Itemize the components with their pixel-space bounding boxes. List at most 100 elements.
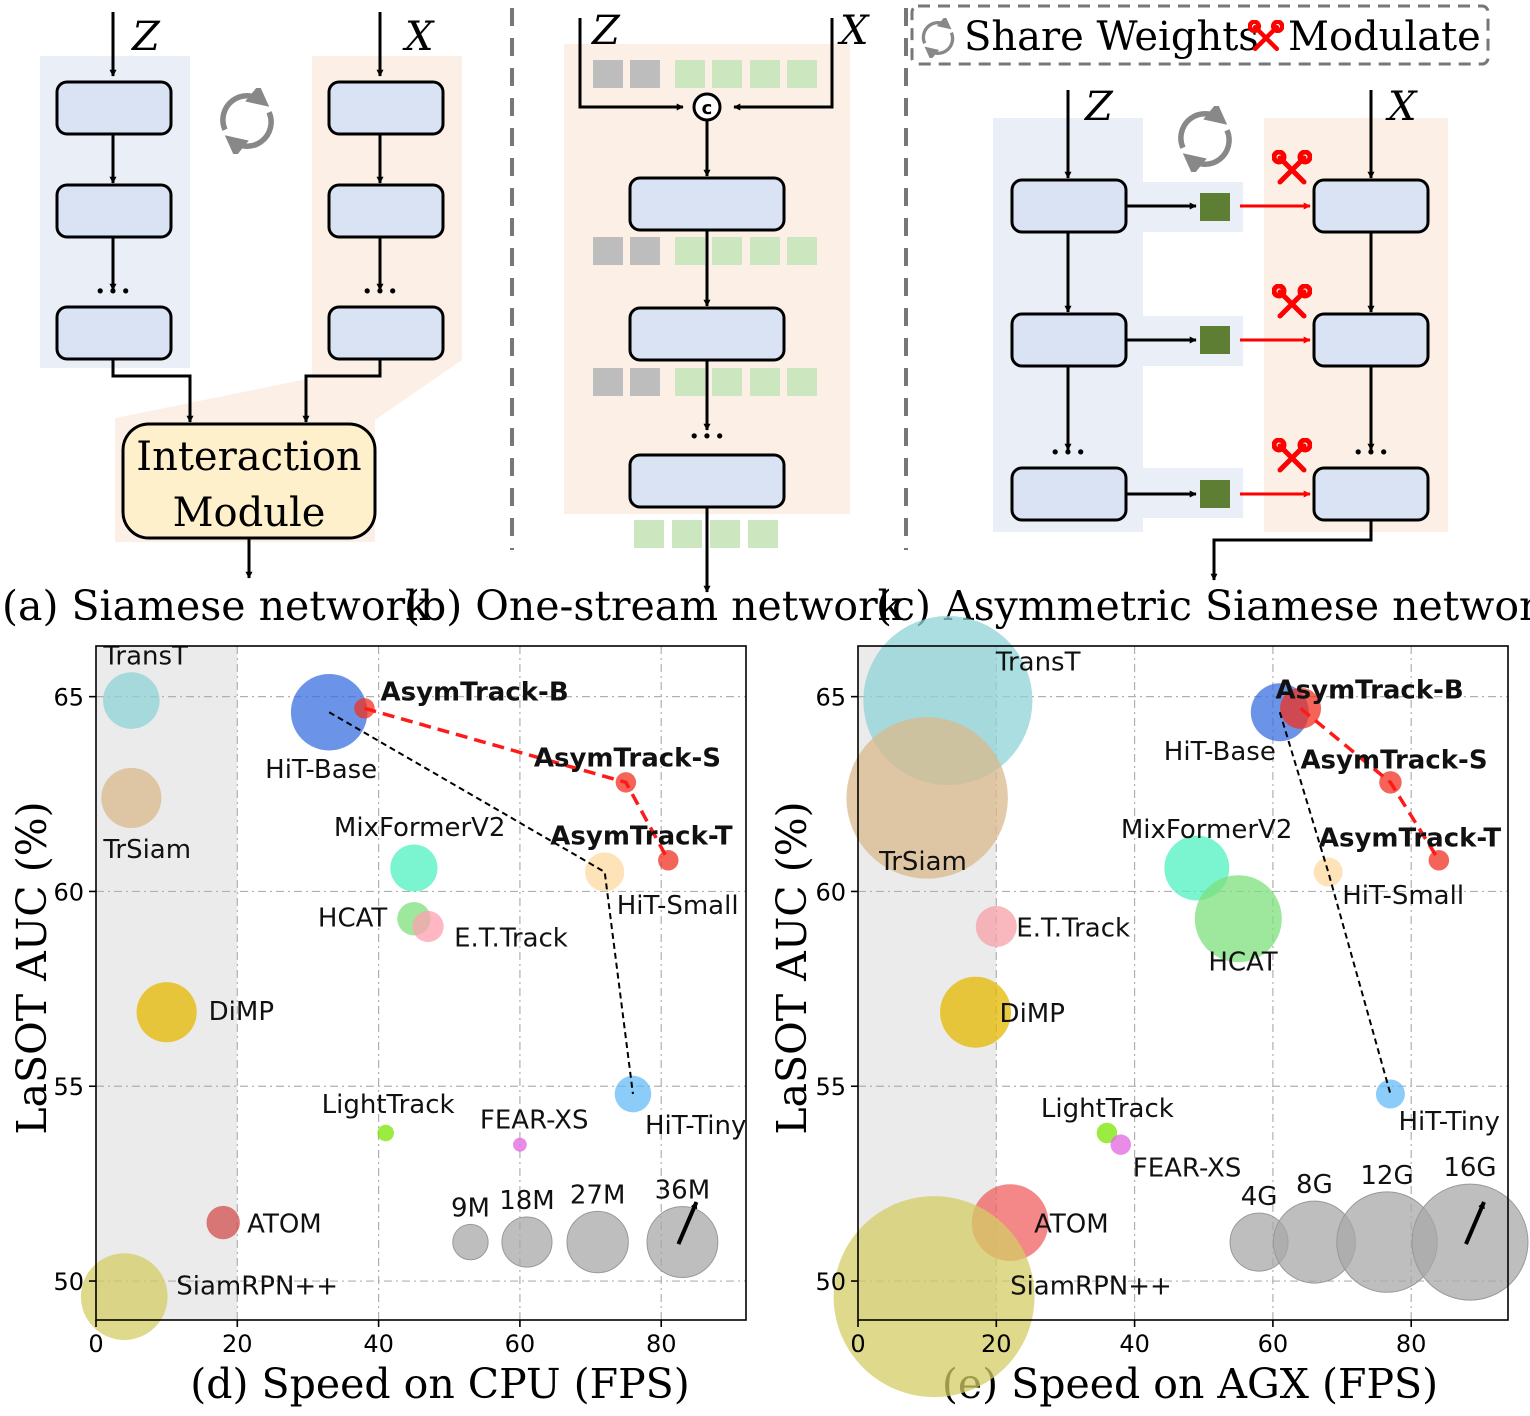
chart-d-size-legend-bubble	[566, 1210, 629, 1274]
chart-d-bubble-atom	[206, 1205, 240, 1240]
z-ellipsis: ···	[94, 269, 132, 315]
input-x-label: X	[402, 14, 435, 60]
chart-d-label-hit-base: HiT-Base	[265, 755, 377, 785]
input-z-label-c: Z	[1083, 84, 1114, 130]
x-block-1	[327, 80, 445, 136]
chart-e-xtick-label: 0	[850, 1330, 865, 1358]
chart-d-label-hit-tiny: HiT-Tiny	[645, 1111, 746, 1141]
chart-d-ylabel: LaSOT AUC (%)	[8, 801, 56, 1134]
chart-e-ytick-label: 50	[815, 1268, 846, 1296]
z-block-2	[55, 183, 173, 239]
chart-e-label-mixformerv2: MixFormerV2	[1121, 815, 1293, 845]
chart-d-bubble-dimp	[136, 982, 197, 1043]
chart-e-size-legend-label: 8G	[1296, 1170, 1333, 1200]
input-z-label-b: Z	[590, 8, 621, 54]
chart-d-plot-frame	[95, 645, 747, 1321]
legend-box	[910, 4, 1490, 66]
asym-x-block-2	[1312, 312, 1430, 368]
asym-x-ellipsis: ···	[1352, 430, 1390, 476]
chart-agx-speed: LaSOT AUC (%) (e) Speed on AGX (FPS) Tra…	[768, 615, 1529, 1408]
interaction-module-line2: Module	[173, 490, 326, 536]
chart-d-label-siamrpn: SiamRPN++	[176, 1272, 338, 1302]
chart-d-label-asymtrack-s: AsymTrack-S	[534, 743, 721, 773]
chart-d-xtick-label: 40	[363, 1330, 394, 1358]
stream-block-1	[628, 176, 786, 232]
asym-z-ellipsis: ···	[1049, 430, 1087, 476]
chart-d-bubble-asymtrack-b	[354, 698, 375, 719]
asym-z-block-1	[1010, 178, 1128, 234]
chart-d-asymtrack-trend-line	[364, 706, 670, 862]
chart-d-bubble-fear-xs	[513, 1137, 527, 1152]
caption-c: (c) Asymmetric Siamese network	[876, 582, 1530, 630]
panel-a-siamese: Z X ··· ··· Interaction Module (a) Siame…	[2, 12, 462, 630]
chart-e-label-transt: TransT	[995, 648, 1081, 678]
chart-e-label-asymtrack-b: AsymTrack-B	[1276, 675, 1464, 705]
chart-d-xtick-label: 60	[505, 1330, 536, 1358]
panel-b-one-stream: Z X c	[404, 8, 904, 630]
chart-e-plot-frame	[857, 645, 1509, 1321]
chart-e-ytick-label: 65	[815, 684, 846, 712]
caption-a: (a) Siamese network	[2, 582, 431, 630]
chart-e-size-legend-bubble	[1411, 1183, 1529, 1301]
chart-d-bubble-hit-small	[585, 852, 625, 892]
caption-b: (b) One-stream network	[404, 582, 904, 630]
chart-e-size-legend-label: 4G	[1241, 1182, 1278, 1212]
modulation-token-1	[1200, 193, 1230, 221]
chart-e-label-trsiam: TrSiam	[878, 847, 967, 877]
chart-d-size-legend-bubble	[646, 1206, 719, 1278]
chart-e-bubble-trsiam	[846, 717, 1008, 879]
input-x-label-b: X	[837, 8, 870, 54]
chart-d-bubble-trsiam	[101, 767, 162, 829]
share-weights-icon	[223, 96, 271, 146]
chart-e-label-hit-tiny: HiT-Tiny	[1398, 1107, 1499, 1137]
panel-c-asymmetric: Share Weights Modulate Z X ··· ···	[876, 4, 1530, 630]
chart-e-label-hit-small: HiT-Small	[1342, 881, 1464, 911]
chart-e-bubble-hcat	[1194, 875, 1282, 963]
chart-e-bubble-lighttrack	[1096, 1122, 1118, 1144]
chart-e-label-asymtrack-t: AsymTrack-T	[1319, 823, 1502, 853]
chart-d-bubble-mixformerv2	[390, 844, 438, 892]
x-ellipsis: ···	[361, 269, 399, 315]
chart-d-size-legend-bubble	[452, 1223, 489, 1261]
chart-e-size-legend-label: 12G	[1360, 1161, 1413, 1191]
input-z-label: Z	[130, 14, 161, 60]
asym-x-block-1	[1312, 178, 1430, 234]
input-x-label-c: X	[1385, 84, 1418, 130]
share-weights-icon-c	[1181, 114, 1229, 164]
chart-e-label-asymtrack-s: AsymTrack-S	[1300, 745, 1487, 775]
chart-e-xtick-label: 60	[1258, 1330, 1289, 1358]
chart-e-bubble-fear-xs	[1110, 1134, 1132, 1155]
stream-ellipsis: ···	[688, 414, 726, 460]
chart-d-xlabel: (d) Speed on CPU (FPS)	[190, 1360, 689, 1408]
chart-d-bubble-lighttrack	[377, 1124, 394, 1142]
branch-x-background	[115, 56, 462, 542]
chart-e-asymtrack-trend-line	[1299, 706, 1441, 862]
chart-d-xtick-label: 20	[222, 1330, 253, 1358]
chart-d-label-mixformerv2: MixFormerV2	[334, 813, 506, 843]
chart-e-label-fear-xs: FEAR-XS	[1133, 1154, 1242, 1184]
chart-e-xtick-label: 80	[1396, 1330, 1427, 1358]
chart-d-label-hit-small: HiT-Small	[617, 891, 739, 921]
chart-e-ylabel: LaSOT AUC (%)	[768, 801, 816, 1134]
asym-z-block-2	[1010, 312, 1128, 368]
chart-d-size-legend-label: 27M	[570, 1180, 626, 1210]
interaction-module-line1: Interaction	[136, 434, 361, 480]
chart-cpu-speed: LaSOT AUC (%) (d) Speed on CPU (FPS) Tra…	[8, 642, 747, 1408]
chart-e-size-arrow-icon	[1464, 1201, 1486, 1245]
chart-d-size-legend-label: 36M	[655, 1176, 711, 1206]
chart-d-size-legend-label: 9M	[451, 1193, 490, 1223]
chart-e-size-legend-label: 16G	[1443, 1153, 1496, 1183]
chart-d-xtick-label: 80	[646, 1330, 677, 1358]
x-block-2	[327, 183, 445, 239]
token-row-3	[593, 368, 817, 396]
chart-e-bubble-hit-tiny	[1375, 1079, 1405, 1109]
chart-e-label-e-t-track: E.T.Track	[1016, 914, 1130, 944]
token-row-2	[593, 237, 817, 265]
chart-d-label-hcat: HCAT	[318, 904, 387, 934]
chart-d-bubble-asymtrack-t	[658, 850, 679, 871]
chart-e-bubble-siamrpn	[833, 1196, 1035, 1398]
chart-d-label-trsiam: TrSiam	[102, 835, 191, 865]
chart-e-bubble-dimp	[940, 976, 1012, 1048]
modulation-token-2	[1200, 326, 1230, 354]
